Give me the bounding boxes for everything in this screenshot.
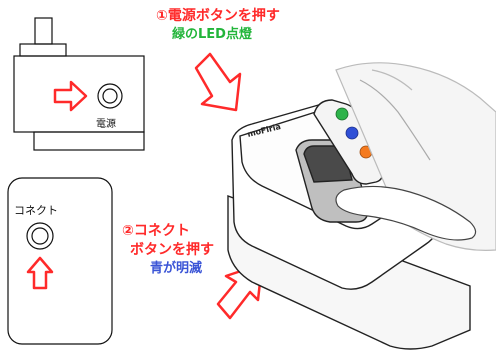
arrow-up-icon bbox=[26, 256, 54, 290]
step1-note: 緑のLED点燈 bbox=[172, 27, 252, 42]
power-unit-base bbox=[33, 131, 145, 151]
connect-panel-label: コネクト bbox=[14, 204, 58, 217]
led-blue-icon bbox=[345, 126, 359, 140]
step2-title-line2: ボタンを押す bbox=[130, 242, 214, 258]
step2-note: 青が明滅 bbox=[150, 261, 203, 276]
step2-title-line1: ②コネクト bbox=[122, 223, 190, 239]
power-unit-top bbox=[19, 43, 67, 57]
connect-panel bbox=[7, 177, 113, 345]
connect-button-inner bbox=[31, 227, 49, 245]
led-green-icon bbox=[335, 107, 349, 121]
arrow-diagonal-down-icon bbox=[194, 52, 242, 112]
arrow-right-icon bbox=[53, 80, 88, 112]
power-button-outer[interactable] bbox=[97, 83, 123, 109]
step1-title: ①電源ボタンを押す bbox=[156, 8, 280, 24]
power-button-inner bbox=[102, 88, 118, 104]
connect-panel-body bbox=[7, 177, 113, 345]
connect-button-outer[interactable] bbox=[26, 222, 54, 250]
power-unit-plug bbox=[34, 17, 53, 45]
hand-icon bbox=[335, 62, 496, 251]
power-button-label: 電源 bbox=[96, 119, 116, 130]
power-unit bbox=[13, 17, 145, 151]
